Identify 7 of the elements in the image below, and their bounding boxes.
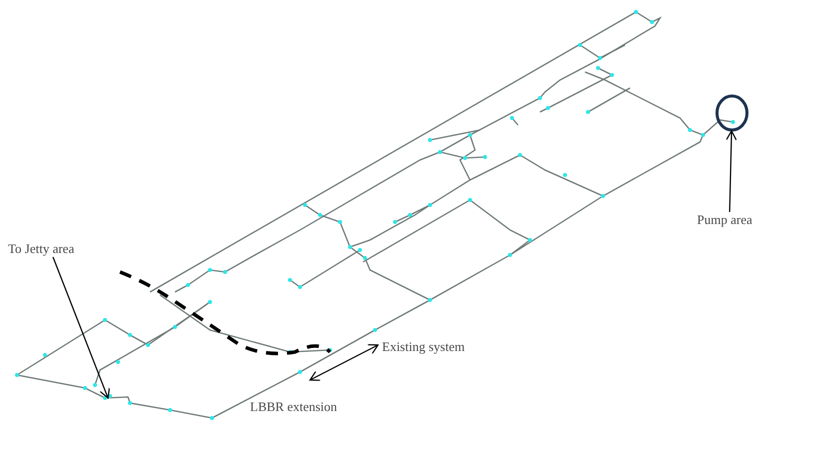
area-label: Existing system bbox=[382, 339, 465, 355]
leader-arrow bbox=[726, 130, 737, 212]
callout-text: Pump area bbox=[697, 212, 752, 228]
callout-text: To Jetty area bbox=[8, 241, 74, 257]
area-label: LBBR extension bbox=[250, 399, 338, 415]
leader-arrow bbox=[52, 256, 110, 399]
highlight-circle bbox=[715, 94, 749, 132]
